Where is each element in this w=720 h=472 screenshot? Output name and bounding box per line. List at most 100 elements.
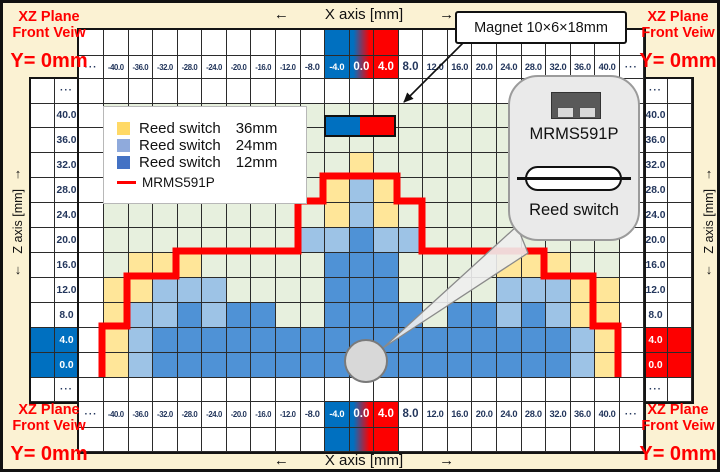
heatmap-cell [521,328,547,354]
heatmap-cell [619,253,644,279]
z-scale-pad-cell [668,377,692,402]
heatmap-cell [275,203,301,229]
heatmap-cell [546,353,571,378]
heatmap-cell [349,278,375,304]
heatmap-cell [153,278,178,304]
heatmap-cell [226,253,252,279]
z-axis-tick-label: 24.0 [55,203,79,229]
grid-cell [570,377,596,402]
legend-swatch-icon [117,122,130,135]
grid-cell [398,377,424,402]
heatmap-cell [153,353,178,378]
heatmap-cell [349,303,375,329]
heatmap-cell [325,153,350,179]
z-axis-title-left: ↑ Z axis [mm] ↓ [5,166,31,277]
view-label: Front Veiw [12,418,86,435]
grid-cell [177,30,203,56]
grid-cell [79,30,104,56]
grid-cell [251,79,276,104]
heatmap-cell [546,328,571,354]
heatmap-cell [374,253,399,279]
z-axis-tick-label: ··· [55,377,79,402]
heatmap-cell [104,328,129,354]
x-axis-tick-label: -8.0 [300,56,326,79]
grid-cell [398,30,424,56]
grid-cell [447,427,473,452]
heatmap-cell [226,228,252,254]
grid-cell [521,427,547,452]
heatmap-cell [447,178,473,204]
y-offset-label: Y= 0mm [10,443,88,466]
heatmap-cell [423,328,448,354]
heatmap-cell [153,228,178,254]
heatmap-cell [472,103,497,129]
heatmap-cell [104,353,129,378]
x-axis-tick-label: -24.0 [202,56,227,79]
heatmap-cell [104,203,129,229]
grid-cell [128,427,154,452]
grid-cell [128,79,154,104]
heatmap-cell [325,228,350,254]
z-axis-label: Z axis [mm] [11,189,25,254]
magnet-size-text: Magnet 10×6×18mm [474,19,608,36]
magnet-pole-cell [325,30,350,56]
heatmap-cell [79,178,104,204]
heatmap-cell [300,353,326,378]
heatmap-cell [226,203,252,229]
z-scale-pad-cell [668,278,692,304]
heatmap-cell [570,278,596,304]
heatmap-cell [423,103,448,129]
x-axis-tick-label: -40.0 [104,401,129,428]
grid-cell [374,79,399,104]
plane-label: XZ Plane [647,402,709,418]
sensor-detail-bubble: MRMS591P Reed switch [508,75,640,241]
grid-cell [300,377,326,402]
z-scale-pad-cell [668,103,692,129]
heatmap-cell [300,228,326,254]
plane-label: XZ Plane [18,9,80,25]
grid-cell [226,30,252,56]
heatmap-cell [423,128,448,154]
legend-line-label: MRMS591P [142,175,215,190]
heatmap-cell [275,228,301,254]
heatmap-cell [300,253,326,279]
y-offset-label: Y= 0mm [10,50,88,73]
magnet-south-pole [360,117,394,135]
grid-cell [275,79,301,104]
z-axis-tick-label: 4.0 [55,328,79,354]
heatmap-cell [79,103,104,129]
heatmap-cell [595,253,620,279]
heatmap-cell [521,353,547,378]
z-scale-pad-cell [31,228,55,254]
z-scale-pad-cell [31,153,55,179]
z-axis-tick-label: 28.0 [644,178,668,204]
z-scale-pad-cell [668,79,692,104]
heatmap-cell [472,228,497,254]
heatmap-cell [275,253,301,279]
corner-bottom-left: XZ Plane Front Veiw Y= 0mm [10,402,88,466]
x-axis-tick-label: -36.0 [128,401,154,428]
heatmap-cell [153,203,178,229]
x-axis-tick-label: ··· [79,56,104,79]
grid-cell [546,377,571,402]
z-axis-tick-label: 40.0 [55,103,79,129]
heatmap-cell [300,203,326,229]
heatmap-cell [325,303,350,329]
heatmap-cell [325,278,350,304]
x-axis-label: X axis [mm] [324,452,404,469]
reed-switch-label: Reed switch [529,201,619,219]
grid-cell [300,30,326,56]
heatmap-cell [423,228,448,254]
grid-cell [128,30,154,56]
z-scale-pad-cell [668,303,692,329]
heatmap-cell [177,303,203,329]
heatmap-cell [546,253,571,279]
z-axis-tick-label: ··· [644,377,668,402]
heatmap-cell [595,278,620,304]
heatmap-cell [521,253,547,279]
grid-cell [619,377,644,402]
x-axis-tick-label: 20.0 [472,56,497,79]
grid-cell [472,79,497,104]
